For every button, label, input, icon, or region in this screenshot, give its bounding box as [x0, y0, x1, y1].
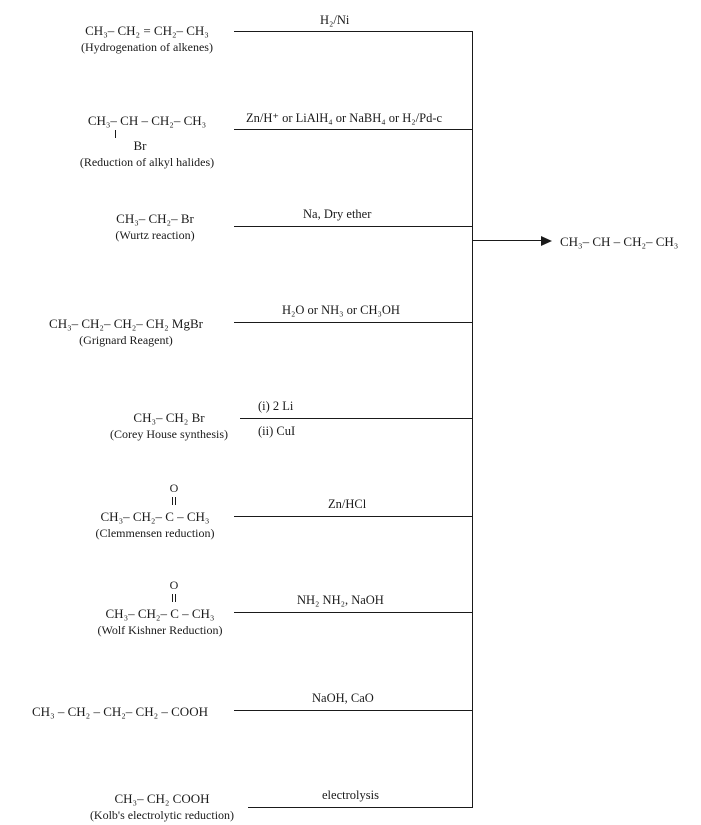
reaction-line-corey-house [240, 418, 472, 419]
reaction-line-grignard [234, 322, 472, 323]
formula-alkyl-halide: CH₃– CH – CH₂– CH₃ [87, 113, 207, 128]
formula-decarboxylation: CH₃ – CH₂ – CH₂– CH₂ – COOH [32, 704, 208, 719]
collector-line [472, 31, 473, 808]
reaction-name-hydrogenation: (Hydrogenation of alkenes) [81, 40, 213, 54]
carbonyl-double-bond-clemmensen-b [175, 497, 176, 505]
reaction-line-wolf-kishner [234, 612, 472, 613]
reaction-line-kolbe [248, 807, 472, 808]
reagent-wolf-kishner: NH₂ NH₂, NaOH [297, 593, 384, 607]
substituent-br: Br [133, 138, 147, 153]
formula-hydrogenation: CH₃– CH₂ = CH₂– CH₃ [85, 23, 209, 38]
product-arrow-head [541, 236, 552, 246]
formula-kolbe: CH₃– CH₂ COOH [114, 791, 210, 806]
carbonyl-double-bond-wolf-kishner-a [172, 594, 173, 602]
reaction-name-wolf-kishner: (Wolf Kishner Reduction) [97, 623, 223, 637]
formula-clemmensen: CH₃– CH₂– C – CH₃ [100, 509, 210, 524]
reaction-name-alkyl-halide: (Reduction of alkyl halides) [79, 155, 215, 169]
reagent-corey-house-step1: (i) 2 Li [258, 399, 294, 413]
reaction-line-wurtz [234, 226, 472, 227]
formula-grignard: CH₃– CH₂– CH₂– CH₂ MgBr [49, 316, 203, 331]
reagent-kolbe: electrolysis [322, 788, 379, 802]
product-butane: CH₃– CH – CH₂– CH₃ [560, 234, 679, 249]
formula-wolf-kishner: CH₃– CH₂– C – CH₃ [105, 606, 215, 621]
reagent-grignard: H₂O or NH₃ or CH₃OH [282, 303, 400, 317]
reactant-clemmensen: CH₃– CH₂– C – CH₃ (Clemmensen reduction) [85, 509, 225, 540]
reaction-name-wurtz: (Wurtz reaction) [115, 228, 195, 242]
reaction-line-hydrogenation [234, 31, 472, 32]
formula-wurtz: CH₃– CH₂– Br [116, 211, 194, 226]
formula-corey-house: CH₃– CH₂ Br [133, 410, 205, 425]
reaction-line-clemmensen [234, 516, 472, 517]
reaction-name-clemmensen: (Clemmensen reduction) [95, 526, 215, 540]
carbonyl-oxygen-clemmensen: O [169, 481, 179, 495]
carbonyl-double-bond-clemmensen-a [172, 497, 173, 505]
reagent-hydrogenation: H₂/Ni [320, 13, 350, 27]
reagent-wurtz: Na, Dry ether [303, 207, 372, 221]
reactant-alkyl-halide: CH₃– CH – CH₂– CH₃ Br (Reduction of alky… [62, 113, 232, 169]
reactant-wolf-kishner: CH₃– CH₂– C – CH₃ (Wolf Kishner Reductio… [85, 606, 235, 637]
reaction-name-grignard: (Grignard Reagent) [79, 333, 173, 347]
reactant-kolbe: CH₃– CH₂ COOH (Kolb's electrolytic reduc… [78, 791, 246, 822]
reagent-alkyl-halide: Zn/H⁺ or LiAlH₄ or NaBH₄ or H₂/Pd-c [246, 111, 443, 125]
c-br-bond [115, 130, 116, 138]
reactant-grignard: CH₃– CH₂– CH₂– CH₂ MgBr (Grignard Reagen… [28, 316, 224, 347]
reactant-wurtz: CH₃– CH₂– Br (Wurtz reaction) [90, 211, 220, 242]
reagent-corey-house-step2: (ii) CuI [258, 424, 296, 438]
reactant-corey-house: CH₃– CH₂ Br (Corey House synthesis) [100, 410, 238, 441]
product-arrow-shaft [472, 240, 542, 241]
reaction-line-alkyl-halide [234, 129, 472, 130]
reagent-clemmensen: Zn/HCl [328, 497, 367, 511]
reactant-decarboxylation: CH₃ – CH₂ – CH₂– CH₂ – COOH [10, 704, 230, 719]
reactant-hydrogenation: CH₃– CH₂ = CH₂– CH₃ (Hydrogenation of al… [62, 23, 232, 54]
reaction-line-decarboxylation [234, 710, 472, 711]
reagent-decarboxylation: NaOH, CaO [312, 691, 374, 705]
carbonyl-double-bond-wolf-kishner-b [175, 594, 176, 602]
reaction-name-corey-house: (Corey House synthesis) [110, 427, 228, 441]
reaction-name-kolbe: (Kolb's electrolytic reduction) [89, 808, 235, 822]
carbonyl-oxygen-wolf-kishner: O [169, 578, 179, 592]
